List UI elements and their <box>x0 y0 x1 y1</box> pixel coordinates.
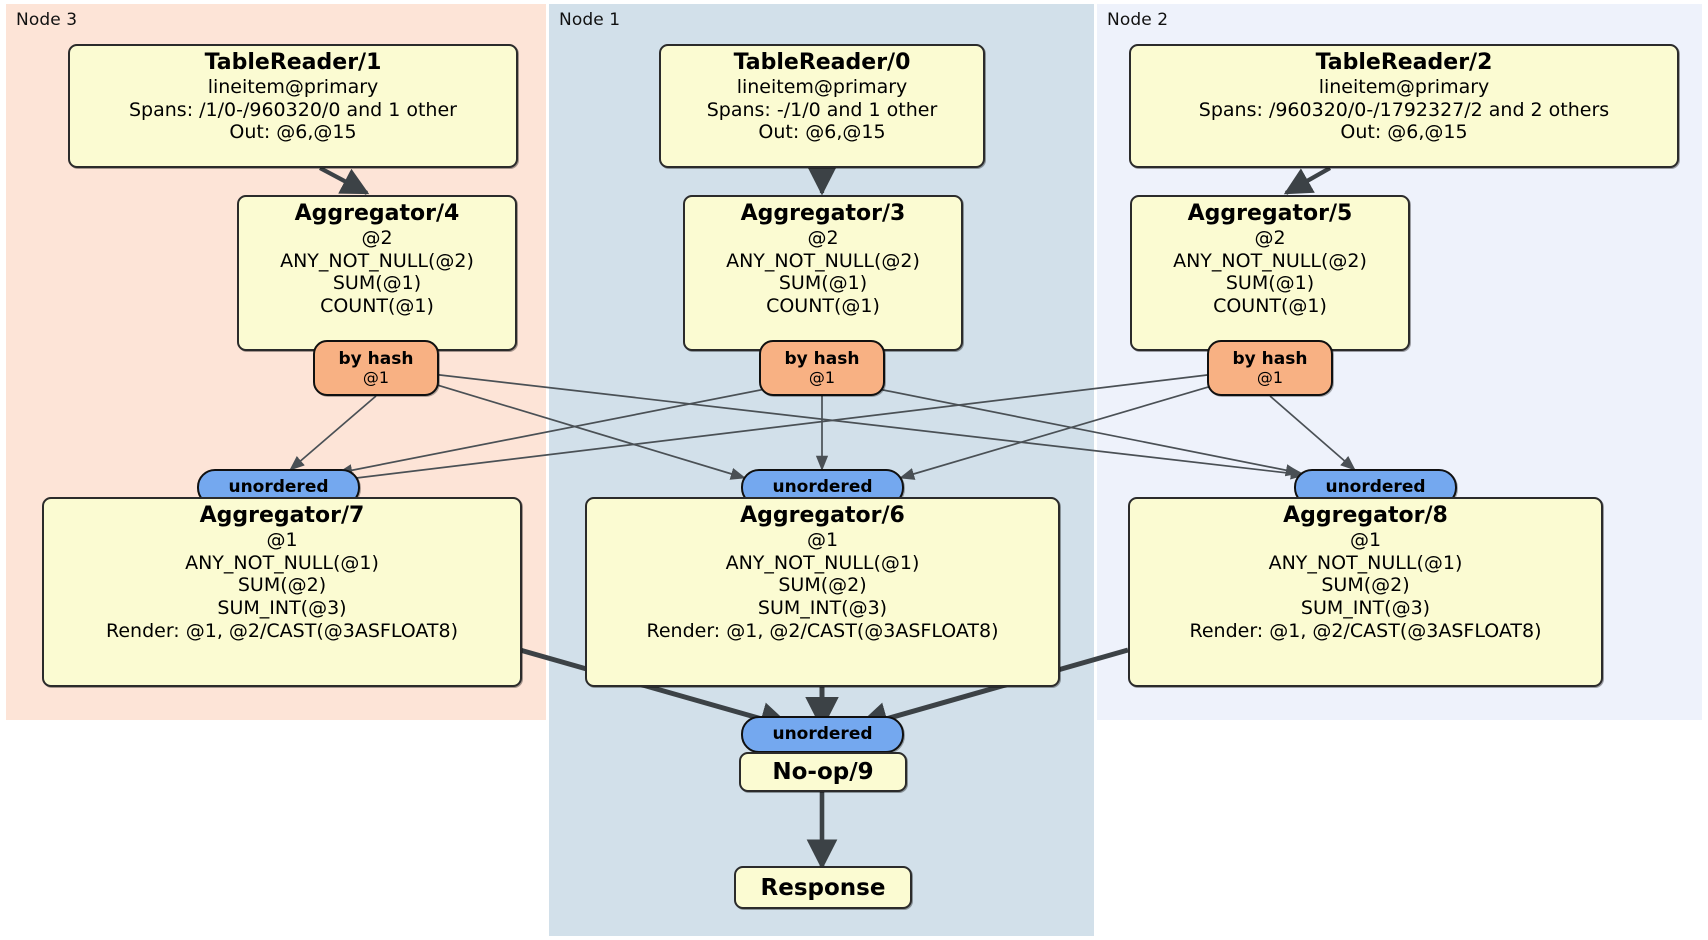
processor-aggregator-5[interactable]: Aggregator/5 @2 ANY_NOT_NULL(@2) SUM(@1)… <box>1130 195 1410 351</box>
processor-title: Aggregator/8 <box>1283 503 1448 528</box>
stream-label: unordered <box>772 723 873 744</box>
processor-line: SUM(@1) <box>332 272 422 295</box>
processor-line: SUM_INT(@3) <box>217 597 347 620</box>
processor-noop-9[interactable]: No-op/9 <box>739 752 907 792</box>
processor-aggregator-4[interactable]: Aggregator/4 @2 ANY_NOT_NULL(@2) SUM(@1)… <box>237 195 517 351</box>
processor-title: TableReader/2 <box>1315 50 1493 75</box>
router-label: by hash <box>1232 348 1308 369</box>
processor-title: Aggregator/6 <box>740 503 905 528</box>
node-region-label-node2: Node 2 <box>1107 10 1169 30</box>
processor-line: ANY_NOT_NULL(@2) <box>726 249 920 272</box>
processor-line: ANY_NOT_NULL(@1) <box>1268 551 1463 574</box>
processor-line: lineitem@primary <box>736 75 908 98</box>
processor-title: Response <box>760 874 886 901</box>
router-column: @1 <box>1256 367 1284 387</box>
processor-line: ANY_NOT_NULL(@1) <box>725 551 920 574</box>
processor-line: @1 <box>806 528 839 551</box>
processor-line: SUM_INT(@3) <box>757 597 888 620</box>
processor-line: SUM(@1) <box>778 272 868 295</box>
processor-line: SUM(@2) <box>778 574 867 597</box>
processor-aggregator-8[interactable]: Aggregator/8 @1 ANY_NOT_NULL(@1) SUM(@2)… <box>1128 497 1603 687</box>
processor-title: TableReader/0 <box>733 50 911 75</box>
processor-title: Aggregator/7 <box>199 503 365 528</box>
node-region-label-node1: Node 1 <box>559 10 621 30</box>
processor-line: Render: @1, @2/CAST(@3ASFLOAT8) <box>1189 620 1542 643</box>
processor-line: SUM(@2) <box>1321 574 1410 597</box>
router-by-hash-right[interactable]: by hash @1 <box>1207 340 1333 396</box>
processor-tablereader-1[interactable]: TableReader/1 lineitem@primary Spans: /1… <box>68 44 518 168</box>
processor-aggregator-7[interactable]: Aggregator/7 @1 ANY_NOT_NULL(@1) SUM(@2)… <box>42 497 522 687</box>
processor-line: Out: @6,@15 <box>1340 121 1468 144</box>
processor-tablereader-0[interactable]: TableReader/0 lineitem@primary Spans: -/… <box>659 44 985 168</box>
processor-tablereader-2[interactable]: TableReader/2 lineitem@primary Spans: /9… <box>1129 44 1679 168</box>
stream-label: unordered <box>772 476 873 497</box>
processor-line: SUM_INT(@3) <box>1300 597 1431 620</box>
processor-line: COUNT(@1) <box>766 295 880 318</box>
processor-line: @1 <box>266 528 298 551</box>
processor-title: TableReader/1 <box>204 50 382 75</box>
processor-aggregator-6[interactable]: Aggregator/6 @1 ANY_NOT_NULL(@1) SUM(@2)… <box>585 497 1060 687</box>
router-by-hash-left[interactable]: by hash @1 <box>313 340 439 396</box>
processor-line: Spans: -/1/0 and 1 other <box>706 98 938 121</box>
processor-line: lineitem@primary <box>1318 75 1490 98</box>
processor-line: Render: @1, @2/CAST(@3ASFLOAT8) <box>106 620 458 643</box>
processor-aggregator-3[interactable]: Aggregator/3 @2 ANY_NOT_NULL(@2) SUM(@1)… <box>683 195 963 351</box>
processor-line: SUM(@2) <box>237 574 327 597</box>
processor-line: ANY_NOT_NULL(@2) <box>280 249 474 272</box>
processor-line: lineitem@primary <box>207 75 379 98</box>
processor-line: Out: @6,@15 <box>758 121 886 144</box>
processor-line: Out: @6,@15 <box>229 121 357 144</box>
processor-line: COUNT(@1) <box>320 295 434 318</box>
processor-line: COUNT(@1) <box>1213 295 1327 318</box>
processor-title: Aggregator/5 <box>1187 201 1353 226</box>
processor-title: Aggregator/3 <box>740 201 906 226</box>
processor-line: Spans: /960320/0-/1792327/2 and 2 others <box>1198 98 1610 121</box>
processor-line: Render: @1, @2/CAST(@3ASFLOAT8) <box>646 620 999 643</box>
processor-title: No-op/9 <box>772 759 874 785</box>
router-column: @1 <box>808 367 836 387</box>
processor-line: @1 <box>1349 528 1382 551</box>
processor-line: ANY_NOT_NULL(@1) <box>185 551 379 574</box>
processor-line: @2 <box>807 226 839 249</box>
processor-line: ANY_NOT_NULL(@2) <box>1173 249 1367 272</box>
stream-unordered-final[interactable]: unordered <box>741 716 904 753</box>
router-label: by hash <box>338 348 414 369</box>
processor-response[interactable]: Response <box>734 866 912 909</box>
node-region-label-node3: Node 3 <box>16 10 78 30</box>
stream-label: unordered <box>228 476 329 497</box>
processor-line: Spans: /1/0-/960320/0 and 1 other <box>129 98 457 121</box>
processor-line: @2 <box>361 226 393 249</box>
router-by-hash-center[interactable]: by hash @1 <box>759 340 885 396</box>
router-column: @1 <box>362 367 390 387</box>
processor-line: SUM(@1) <box>1225 272 1315 295</box>
processor-title: Aggregator/4 <box>294 201 460 226</box>
router-label: by hash <box>784 348 860 369</box>
stream-label: unordered <box>1325 476 1426 497</box>
processor-line: @2 <box>1254 226 1286 249</box>
